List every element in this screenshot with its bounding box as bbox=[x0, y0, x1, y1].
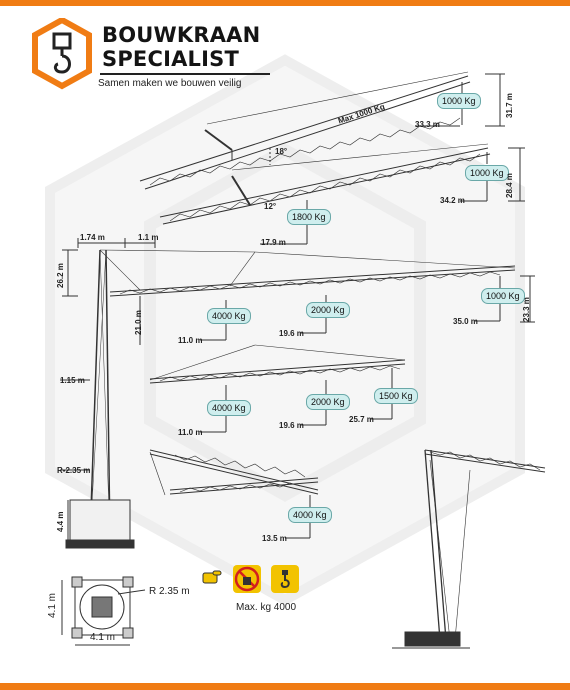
config2-tip-radius: 34.2 m bbox=[440, 196, 465, 205]
config2-mid-load-pill: 1800 Kg bbox=[287, 209, 331, 225]
config4-load-a-pill: 4000 Kg bbox=[207, 400, 251, 416]
config2-mid-radius: 17.9 m bbox=[261, 238, 286, 247]
config4-load-b-pill: 2000 Kg bbox=[306, 394, 350, 410]
crane-hook-icon bbox=[271, 565, 299, 593]
config3-boom-height: 21.0 m bbox=[134, 310, 143, 335]
config3-load-c-pill: 1000 Kg bbox=[481, 288, 525, 304]
config3-radius-c: 35.0 m bbox=[453, 317, 478, 326]
brand-name-line2: SPECIALIST bbox=[102, 47, 239, 71]
config2-height: 28.4 m bbox=[505, 173, 514, 198]
config1-height: 31.7 m bbox=[505, 93, 514, 118]
brand-name-line1: BOUWKRAAN bbox=[102, 23, 261, 47]
config5-radius: 13.5 m bbox=[262, 534, 287, 543]
config4-radius-a: 11.0 m bbox=[178, 428, 203, 437]
base-height: 4.4 m bbox=[56, 511, 65, 532]
crane-config-4-boom bbox=[149, 344, 406, 433]
crane-config-5-boom bbox=[149, 449, 319, 539]
config4-mast-offset: 1.15 m bbox=[60, 376, 85, 385]
bottom-accent-bar bbox=[0, 683, 570, 690]
config1-angle: 18° bbox=[275, 147, 288, 156]
brand-logo: BOUWKRAAN SPECIALIST Samen maken we bouw… bbox=[32, 18, 272, 93]
no-suspended-load-icon bbox=[233, 565, 261, 593]
crane-hook-logo-icon bbox=[32, 18, 92, 90]
hand-pointer-icon bbox=[200, 565, 222, 593]
config3-mast-height: 26.2 m bbox=[56, 263, 65, 288]
crane-folded-side-view bbox=[392, 449, 546, 649]
top-accent-bar bbox=[0, 0, 570, 6]
config2-angle: 12° bbox=[264, 202, 277, 211]
config3-load-b-pill: 2000 Kg bbox=[306, 302, 350, 318]
config3-top-offset-2: 1.1 m bbox=[138, 233, 159, 242]
config5-load-pill: 4000 Kg bbox=[288, 507, 332, 523]
plan-depth: 4.1 m bbox=[47, 592, 58, 618]
config3-height-c: 23.3 m bbox=[522, 297, 531, 322]
config1-load-pill: 1000 Kg bbox=[437, 93, 481, 109]
plan-width: 4.1 m bbox=[90, 632, 116, 643]
plan-radius: R 2.35 m bbox=[149, 586, 190, 597]
config3-radius-b: 19.6 m bbox=[279, 329, 304, 338]
crane-base-plan-view bbox=[61, 576, 146, 646]
config3-radius-a: 11.0 m bbox=[178, 336, 203, 345]
crane-config-2-boom bbox=[159, 143, 525, 245]
config2-tip-load-pill: 1000 Kg bbox=[465, 165, 509, 181]
config3-load-a-pill: 4000 Kg bbox=[207, 308, 251, 324]
config4-radius-c: 25.7 m bbox=[349, 415, 374, 424]
config4-radius-b: 19.6 m bbox=[279, 421, 304, 430]
brand-divider bbox=[100, 73, 270, 75]
brand-tagline: Samen maken we bouwen veilig bbox=[98, 78, 242, 89]
config1-radius: 33.3 m bbox=[415, 120, 440, 129]
crane-mast-and-config-3-boom bbox=[60, 238, 535, 549]
config4-load-c-pill: 1500 Kg bbox=[374, 388, 418, 404]
crane-config-1-boom bbox=[139, 71, 505, 190]
config3-top-offset: 1.74 m bbox=[80, 233, 105, 242]
max-load-label: Max. kg 4000 bbox=[236, 602, 297, 613]
base-radius-label: R-2.35 m bbox=[57, 466, 91, 475]
